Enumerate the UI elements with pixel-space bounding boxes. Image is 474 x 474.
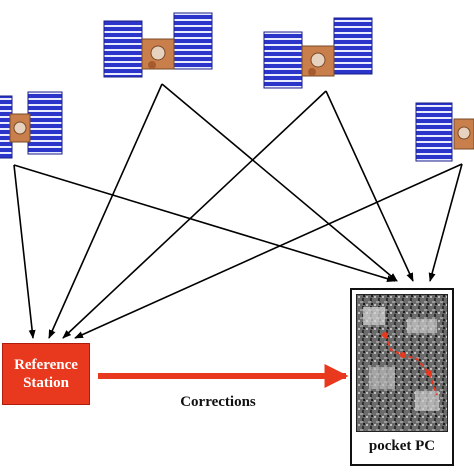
- satellite-left: [0, 91, 63, 159]
- reference-station-line1: Reference: [14, 357, 78, 373]
- signal-arrow-topleft-to-pc: [161, 83, 398, 282]
- signal-arrow-right-to-reference: [74, 163, 463, 339]
- satellite-right: [415, 102, 474, 162]
- pocket-pc-position-marker: [382, 332, 388, 338]
- signal-arrow-right-to-pc: [428, 163, 463, 282]
- signal-arrow-left-to-pc: [13, 164, 396, 283]
- satellite-top-left: [103, 12, 213, 78]
- signal-arrow-topright-to-pc: [325, 90, 414, 282]
- reference-station-line2: Station: [23, 375, 69, 391]
- signal-arrow-topleft-to-reference: [48, 83, 163, 339]
- signal-arrow-topright-to-reference: [62, 90, 327, 339]
- corrections-label: Corrections: [180, 394, 256, 410]
- pocket-pc-map-screen: [356, 294, 448, 432]
- pocket-pc-route-line: [384, 334, 438, 396]
- reference-station-box: Reference Station: [2, 343, 90, 405]
- pocket-pc-position-marker: [400, 352, 406, 358]
- satellite-top-right: [263, 17, 373, 89]
- pocket-pc-label: pocket PC: [368, 438, 436, 454]
- pocket-pc-position-marker: [426, 370, 432, 376]
- pocket-pc-device: pocket PC: [350, 288, 454, 466]
- signal-arrow-left-to-reference: [13, 164, 36, 339]
